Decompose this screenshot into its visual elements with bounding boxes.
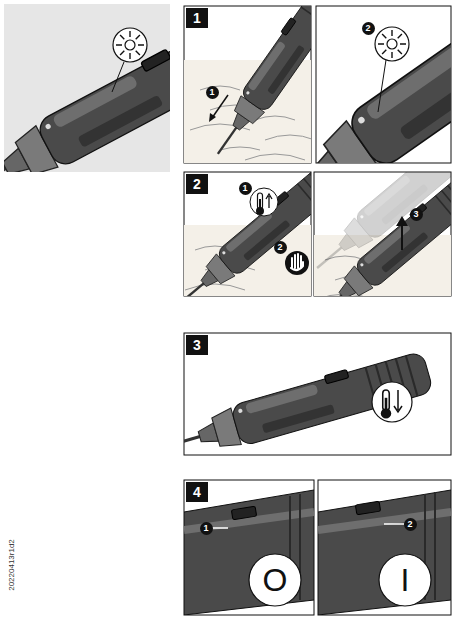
leader-line — [112, 62, 124, 92]
callout-number: 2 — [362, 22, 375, 35]
rotary-tool — [184, 348, 434, 455]
rotary-tool — [314, 172, 451, 296]
tool-body — [184, 490, 314, 615]
callout-number: 2 — [274, 241, 287, 254]
tool-body — [318, 490, 451, 615]
document-code: 20220413r1d2 — [7, 539, 17, 591]
step-panel — [318, 480, 451, 615]
stop-hand — [291, 254, 303, 270]
leader-line — [378, 60, 386, 112]
on-symbol: I — [387, 562, 423, 598]
slide-arrow — [212, 527, 228, 529]
callout-number: 1 — [206, 86, 219, 99]
step-number: 4 — [186, 482, 208, 502]
icon-circle — [285, 251, 309, 275]
slide-arrow — [384, 523, 404, 525]
rotary-tool — [203, 6, 311, 163]
rotary-tool — [4, 4, 170, 172]
step-number: 2 — [186, 174, 208, 194]
wood-grain — [245, 116, 311, 163]
step-number: 3 — [186, 335, 208, 355]
icon-circle — [372, 382, 412, 422]
overview-tool — [4, 4, 170, 172]
down-arrow — [394, 390, 402, 412]
off-symbol: O — [257, 562, 293, 598]
thermometer — [381, 390, 391, 419]
rotary-tool — [316, 6, 451, 163]
body-highlight — [318, 512, 451, 530]
panel-content — [318, 490, 451, 615]
callout-number: 2 — [404, 518, 417, 531]
symbol-circle — [379, 554, 431, 606]
panel-content — [314, 172, 451, 296]
light-burst — [113, 28, 147, 62]
icon-circle — [250, 188, 278, 216]
lift-arrow — [401, 224, 403, 250]
switch — [355, 501, 380, 515]
panel-content — [184, 490, 314, 615]
callout-number: 1 — [239, 182, 252, 195]
step-panel — [184, 480, 314, 615]
arrow-head — [396, 216, 408, 226]
switch — [231, 506, 256, 520]
panel-content — [184, 172, 311, 296]
rotary-tool — [184, 172, 311, 296]
thermometer — [256, 193, 264, 215]
panel-content — [184, 6, 311, 163]
light-burst — [375, 27, 409, 61]
symbol-circle — [249, 554, 301, 606]
panel-content — [316, 6, 451, 163]
arrow-head — [209, 113, 216, 122]
panel-content — [184, 348, 434, 455]
up-arrow — [266, 194, 272, 208]
callout-number: 1 — [200, 522, 213, 535]
step-number: 1 — [186, 8, 208, 28]
callout-number: 3 — [410, 208, 423, 221]
